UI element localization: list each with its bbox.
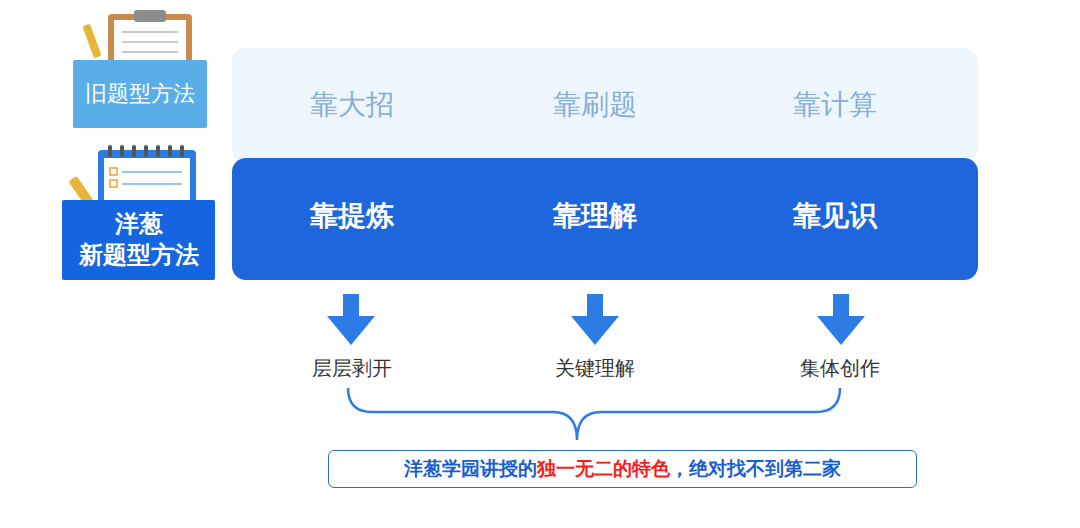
tag-text: 洋葱学园讲授的 xyxy=(404,457,537,479)
highlight-text: 独一无二的特色 xyxy=(537,457,670,479)
text-holder: 洋葱学园讲授的独一无二的特色，绝对找不到第二家 xyxy=(404,456,841,482)
down-arrows xyxy=(327,294,865,345)
tag-text: ，绝对找不到第二家 xyxy=(670,457,841,479)
text-holder: 洋葱 新题型方法 xyxy=(79,209,199,271)
method-text: 靠计算 xyxy=(793,86,877,124)
tag-text: 洋葱 新题型方法 xyxy=(79,210,199,269)
method-text: 靠大招 xyxy=(310,86,394,124)
tag-text: 旧题型方法 xyxy=(85,81,195,106)
new-method-band: 靠提炼 靠理解 靠见识 xyxy=(232,158,978,280)
new-method-tag: 洋葱 新题型方法 xyxy=(62,200,215,280)
method-text: 靠刷题 xyxy=(553,86,637,124)
text-holder: 旧题型方法 xyxy=(85,79,195,109)
method-text: 靠提炼 xyxy=(310,197,394,235)
notebook-icon xyxy=(68,145,196,206)
method-text: 靠理解 xyxy=(553,197,637,235)
result-label: 层层剥开 xyxy=(312,355,392,382)
old-method-tag: 旧题型方法 xyxy=(73,60,207,128)
old-method-band: 靠大招 靠刷题 靠计算 xyxy=(232,48,978,162)
result-label: 关键理解 xyxy=(555,355,635,382)
method-text: 靠见识 xyxy=(793,197,877,235)
feature-box: 洋葱学园讲授的独一无二的特色，绝对找不到第二家 xyxy=(328,450,917,488)
result-label: 集体创作 xyxy=(800,355,880,382)
curly-brace xyxy=(348,388,840,440)
